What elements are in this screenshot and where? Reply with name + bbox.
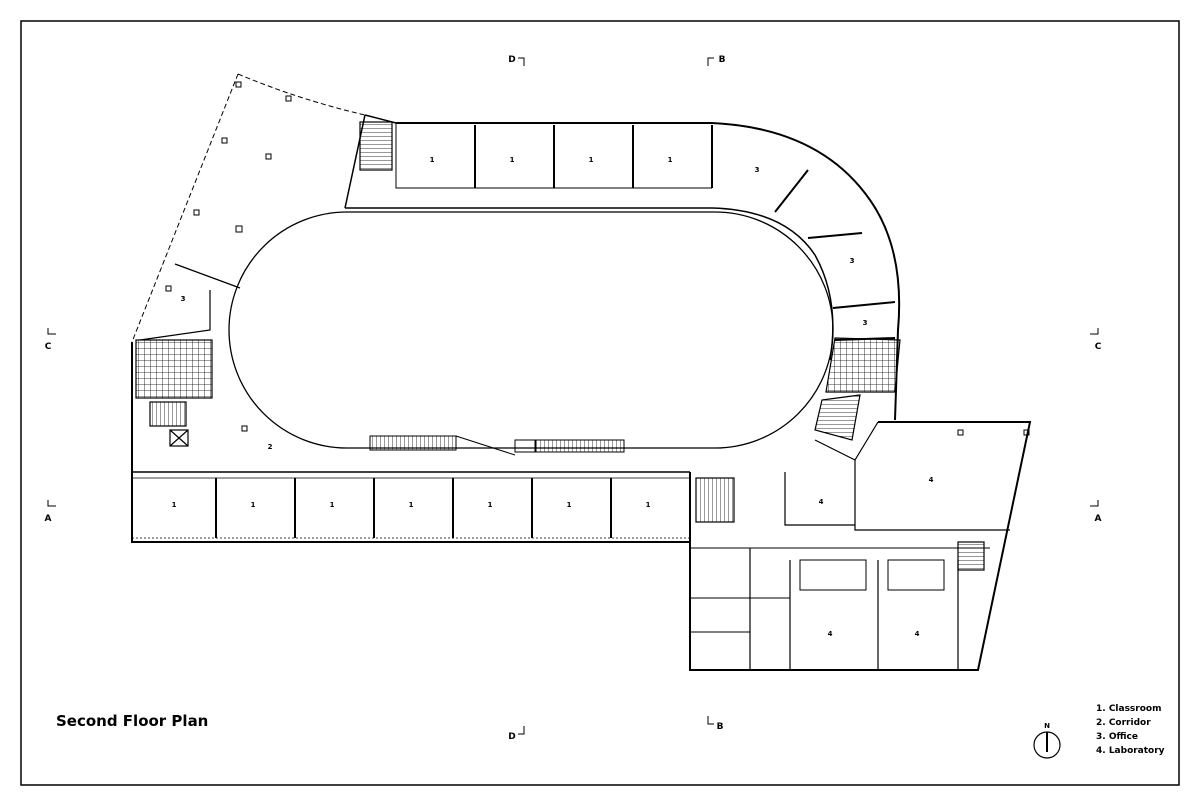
room-labels: 1 1 1 1 3 3 3 3 2 1 1 1 1 1 1 1 4 4 4 4 <box>172 156 934 638</box>
room-label: 4 <box>929 476 934 484</box>
room-label: 1 <box>668 156 673 164</box>
courtyard-steps <box>369 435 625 456</box>
section-label-c-right: C <box>1095 342 1102 352</box>
room-label: 4 <box>915 630 920 638</box>
section-label-d-bottom: D <box>508 732 515 742</box>
section-label-a-left: A <box>45 514 52 524</box>
legend: 1. Classroom 2. Corridor 3. Office 4. La… <box>1096 704 1165 756</box>
room-label: 1 <box>488 501 493 509</box>
building-outline <box>131 73 1032 671</box>
room-label: 1 <box>330 501 335 509</box>
central-courtyard <box>228 211 834 449</box>
room-label: 1 <box>510 156 515 164</box>
south-wing-partitions <box>215 478 691 538</box>
north-label: N <box>1044 722 1050 730</box>
room-label: 4 <box>828 630 833 638</box>
section-label-c-left: C <box>45 342 52 352</box>
room-label: 4 <box>819 498 824 506</box>
section-label-b-top: B <box>719 55 726 65</box>
plan-title: Second Floor Plan <box>56 712 208 730</box>
room-label: 1 <box>430 156 435 164</box>
room-label: 3 <box>863 319 868 327</box>
legend-item: 2. Corridor <box>1096 718 1151 728</box>
legend-item: 3. Office <box>1096 732 1138 742</box>
room-label: 1 <box>567 501 572 509</box>
section-label-a-right: A <box>1095 514 1102 524</box>
north-arrow-icon: N <box>1033 722 1061 759</box>
section-markers <box>47 57 1099 735</box>
room-label: 3 <box>850 257 855 265</box>
section-label-b-bottom: B <box>717 722 724 732</box>
room-label: 1 <box>589 156 594 164</box>
east-core <box>359 121 985 571</box>
columns <box>165 81 1030 436</box>
room-label: 1 <box>251 501 256 509</box>
room-label: 1 <box>409 501 414 509</box>
room-label: 3 <box>755 166 760 174</box>
drawing-border <box>20 20 1180 786</box>
room-label: 2 <box>268 443 273 451</box>
room-label: 1 <box>172 501 177 509</box>
room-label: 1 <box>646 501 651 509</box>
legend-item: 1. Classroom <box>1096 704 1161 714</box>
room-label: 3 <box>181 295 186 303</box>
section-label-d-top: D <box>508 55 515 65</box>
west-core <box>135 263 241 447</box>
legend-item: 4. Laboratory <box>1096 746 1165 756</box>
section-labels: D B C C A A D B <box>45 55 1102 742</box>
